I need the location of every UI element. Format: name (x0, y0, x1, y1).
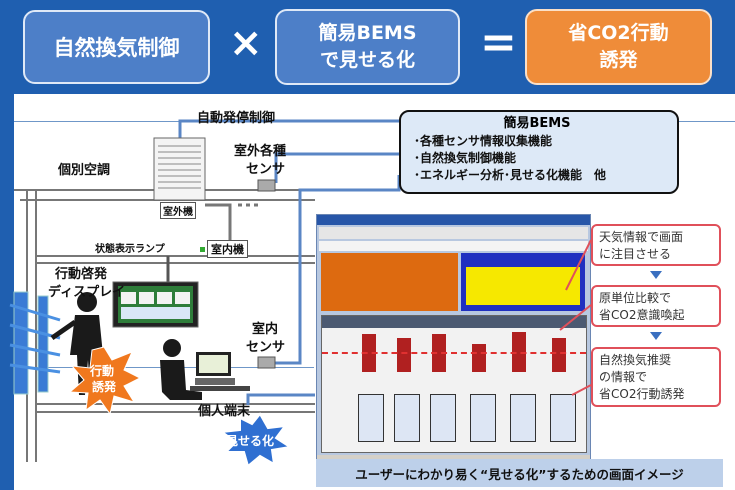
simple-bems-title: 簡易BEMS (503, 116, 571, 131)
screen-target-line (322, 352, 586, 354)
individual-ac-label: 個別空調 (58, 163, 111, 178)
screen-window-icon (470, 394, 496, 442)
action-display (112, 256, 199, 328)
screen-window-icon (550, 394, 576, 442)
induce-label: 誘発 (599, 49, 638, 71)
outdoor-unit-label: 室外機 (160, 202, 196, 219)
visualize-burst (219, 412, 293, 468)
personal-terminal-label: 個人端末 (198, 404, 251, 419)
screen-window-icon (430, 394, 456, 442)
action-induce-burst (68, 346, 142, 416)
screen-image (316, 214, 591, 467)
co2-action-label: 省CO2行動 (568, 22, 669, 44)
refrigerant-pipe (205, 203, 232, 245)
co2-action-box: 省CO2行動 誘発 (525, 9, 712, 85)
callout-unit-line-1: 原単位比較で (599, 291, 672, 305)
outdoor-sensor (257, 179, 276, 192)
indoor-sensor-label-1: 室内 (252, 322, 279, 337)
visualize-burst-label: 見せる化 (226, 434, 275, 448)
standing-person-icon (50, 292, 103, 395)
outdoor-unit (153, 137, 206, 201)
screen-titlebar (317, 215, 590, 225)
simple-bems-box: 簡易BEMS で見せる化 (275, 9, 460, 85)
callout-vent-line-1: 自然換気推奨 (599, 353, 672, 367)
screen-bar (472, 344, 486, 372)
burst-label-1: 行動 (90, 364, 115, 378)
bems-item-3: ･エネルギー分析･見せる化機能 他 (414, 168, 607, 182)
screen-bar (552, 338, 566, 372)
screen-window-icon (358, 394, 384, 442)
bems-item-2: ･自然換気制御機能 (414, 151, 517, 165)
bems-item-1: ･各種センサ情報収集機能 (414, 134, 553, 148)
display-label-1: 行動啓発 (55, 267, 108, 282)
display-label-2: ディスプレイ (48, 285, 126, 300)
visualize-label: で見せる化 (319, 49, 415, 71)
screen-forecast-panel (461, 253, 585, 311)
callout-vent-line-2: の情報で (599, 370, 648, 384)
screen-bar (397, 338, 411, 372)
callout-weather-line-2: に注目させる (599, 247, 672, 261)
screen-toolbar (319, 227, 588, 239)
side-band (0, 94, 14, 490)
screen-address-bar (319, 241, 588, 251)
indoor-sensor (257, 356, 276, 369)
chevron-down-icon (650, 271, 662, 279)
callout-weather: 天気情報で画面 に注目させる (591, 224, 721, 266)
screen-caption: ユーザーにわかり易く“見せる化”するための画面イメージ (316, 459, 723, 487)
screen-forecast-icons (466, 267, 580, 305)
burst-label-2: 誘発 (92, 380, 117, 394)
simple-bems-label: 簡易BEMS (318, 22, 417, 44)
screen-weather-panel (321, 253, 458, 311)
outdoor-sensor-label-2: センサ (246, 162, 286, 177)
callout-weather-line-1: 天気情報で画面 (599, 230, 684, 244)
screen-window-icon (510, 394, 536, 442)
indoor-unit-label: 室内機 (207, 240, 248, 258)
natural-ventilation-label: 自然換気制御 (53, 36, 180, 60)
callout-unit-line-2: 省CO2意識喚起 (599, 308, 685, 322)
equals-operator: = (480, 17, 517, 68)
outdoor-sensor-label-1: 室外各種 (234, 144, 287, 159)
chevron-down-icon (650, 332, 662, 340)
callout-ventilation: 自然換気推奨 の情報で 省CO2行動誘発 (591, 347, 721, 407)
screen-table-header (322, 316, 586, 328)
natural-ventilation-box: 自然換気制御 (23, 10, 210, 84)
auto-control-label: 自動発停制御 (197, 111, 276, 126)
callout-unit-comparison: 原単位比較で 省CO2意識喚起 (591, 285, 721, 327)
status-lamp-icon (200, 247, 205, 252)
callout-vent-line-3: 省CO2行動誘発 (599, 387, 685, 401)
sitting-person-icon (160, 339, 202, 400)
screen-comparison-table (321, 315, 587, 453)
simple-bems-panel (399, 110, 679, 194)
indoor-sensor-label-2: センサ (246, 340, 286, 355)
times-operator: × (229, 20, 263, 66)
personal-terminal-icon (190, 352, 250, 391)
status-lamp-label: 状態表示ランプ (95, 244, 165, 255)
screen-window-icon (394, 394, 420, 442)
